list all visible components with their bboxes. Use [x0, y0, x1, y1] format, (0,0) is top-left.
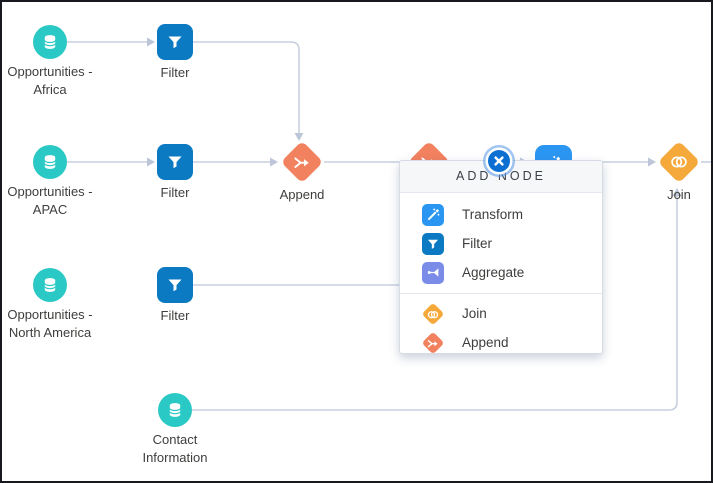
- node-label: Join: [604, 186, 711, 204]
- label-line: Filter: [160, 308, 190, 323]
- arrowhead: [147, 37, 155, 47]
- label-line: Opportunities -: [7, 64, 93, 79]
- filter-icon: [157, 24, 193, 60]
- node-filter-north-america[interactable]: [157, 267, 193, 303]
- node-filter-apac[interactable]: [157, 144, 193, 180]
- database-icon: [158, 393, 192, 427]
- menu-item-filter[interactable]: Filter: [400, 229, 602, 258]
- menu-item-label: Join: [462, 306, 487, 321]
- transform-icon: [421, 203, 445, 227]
- label-line: North America: [8, 325, 92, 340]
- label-line: Join: [667, 187, 691, 202]
- label-line: Opportunities -: [7, 184, 93, 199]
- menu-item-append[interactable]: Append: [400, 328, 602, 357]
- label-line: Information: [142, 450, 208, 465]
- label-line: APAC: [32, 202, 68, 217]
- label-line: Contact: [152, 432, 198, 447]
- edge-filter-append: [193, 41, 300, 133]
- node-label: Opportunities - APAC: [2, 183, 125, 219]
- aggregate-icon: [421, 261, 445, 285]
- node-label: Filter: [100, 64, 250, 82]
- menu-item-label: Aggregate: [462, 265, 525, 280]
- database-icon: [33, 25, 67, 59]
- node-join[interactable]: [657, 140, 701, 184]
- menu-item-label: Transform: [462, 207, 524, 222]
- node-opportunities-africa[interactable]: [33, 25, 67, 59]
- arrowhead: [270, 157, 278, 167]
- database-icon: [33, 145, 67, 179]
- node-opportunities-north-america[interactable]: [33, 268, 67, 302]
- menu-item-label: Filter: [462, 236, 492, 251]
- close-icon[interactable]: [488, 150, 510, 172]
- node-append[interactable]: [280, 140, 324, 184]
- node-opportunities-apac[interactable]: [33, 145, 67, 179]
- label-line: Opportunities -: [7, 307, 93, 322]
- menu-item-aggregate[interactable]: Aggregate: [400, 258, 602, 287]
- menu-item-label: Append: [462, 335, 509, 350]
- popup-title: ADD NODE: [400, 161, 602, 193]
- node-label: Opportunities - North America: [2, 306, 125, 342]
- label-line: Filter: [160, 65, 190, 80]
- filter-icon: [157, 144, 193, 180]
- add-node-popup: ADD NODE Transform Filter Aggregate Join: [399, 160, 603, 354]
- arrowhead: [147, 157, 155, 167]
- label-line: Append: [279, 187, 325, 202]
- node-label: Append: [227, 186, 377, 204]
- label-line: Africa: [33, 82, 67, 97]
- join-icon: [657, 140, 701, 184]
- node-label: Opportunities - Africa: [2, 63, 125, 99]
- database-icon: [33, 268, 67, 302]
- node-contact-information[interactable]: [158, 393, 192, 427]
- node-label: Contact Information: [100, 431, 250, 467]
- append-icon: [280, 140, 324, 184]
- join-icon: [421, 302, 445, 326]
- arrowhead: [648, 157, 656, 167]
- popup-group-combine-nodes: Join Append: [400, 294, 602, 366]
- menu-item-join[interactable]: Join: [400, 299, 602, 328]
- popup-group-row-nodes: Transform Filter Aggregate: [400, 193, 602, 293]
- node-filter-africa[interactable]: [157, 24, 193, 60]
- append-icon: [421, 331, 445, 355]
- node-label: Filter: [100, 184, 250, 202]
- menu-item-transform[interactable]: Transform: [400, 200, 602, 229]
- label-line: Filter: [160, 185, 190, 200]
- node-label: Filter: [100, 307, 250, 325]
- filter-icon: [421, 232, 445, 256]
- filter-icon: [157, 267, 193, 303]
